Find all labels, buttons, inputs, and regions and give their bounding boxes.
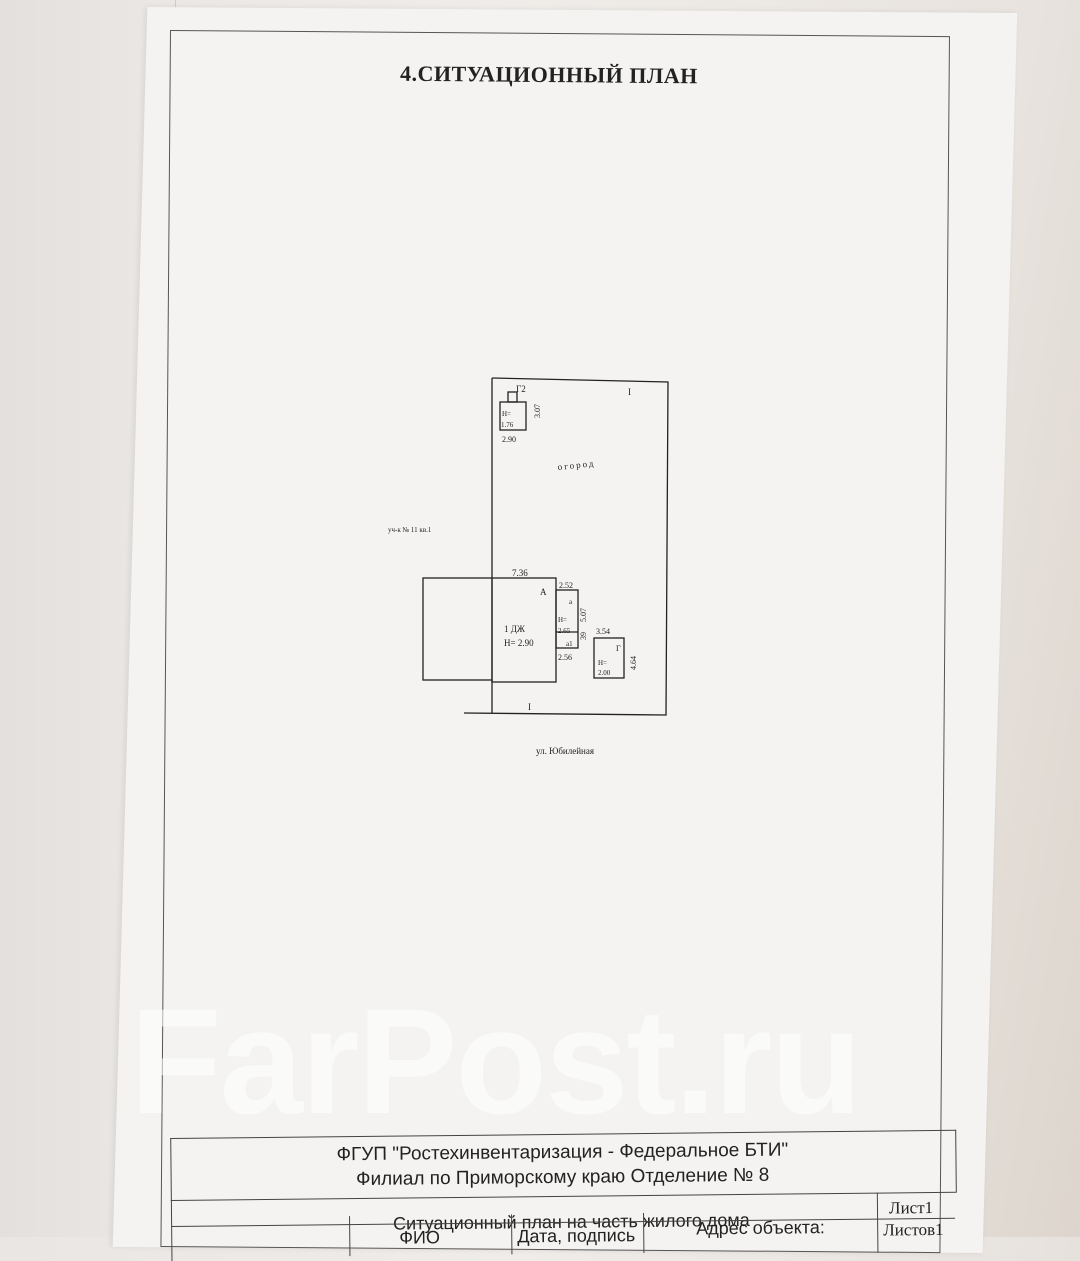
label-letter-g: Г: [616, 644, 621, 653]
column-address: Адрес объекта:: [696, 1217, 825, 1239]
label-dim-736: 7.36: [512, 568, 528, 578]
plan-lines: [422, 377, 669, 716]
neighbor-house: [422, 577, 493, 681]
label-street: ул. Юбилейная: [536, 746, 594, 756]
label-house-letter: А: [540, 587, 547, 597]
label-house-height: Н= 2.90: [504, 638, 534, 648]
label-annex-a: а: [569, 598, 573, 606]
label-g2: Г2: [516, 384, 526, 394]
label-dim-290-top: 2.90: [502, 435, 516, 444]
outbuilding-g2-porch: [507, 391, 518, 403]
column-fio: ФИО: [399, 1227, 440, 1248]
label-house: 1 ДЖ: [504, 624, 526, 634]
title-block: ФГУП "Ростехинвентаризация - Федеральное…: [170, 1110, 957, 1261]
plot-boundary: [463, 377, 669, 716]
situational-plan: Г2 I Н= 1.76 3.07 2.90 огород уч-к № 11 …: [380, 370, 700, 770]
label-dim-39: 39: [579, 632, 588, 640]
label-dim-307: 3.07: [533, 404, 542, 418]
label-garden: огород: [557, 458, 596, 472]
label-dim-256: 2.56: [558, 653, 572, 662]
sheets-count: Листов1: [883, 1219, 944, 1240]
label-sector-i-bottom: I: [528, 702, 531, 712]
outbuilding-g: [593, 637, 625, 679]
label-h-annex-value: 2.65: [558, 627, 571, 635]
label-dim-464: 4.64: [629, 656, 638, 670]
label-neighbor-plot: уч-к № 11 кв.1: [388, 526, 432, 534]
label-h-g-value: 2.00: [598, 669, 611, 677]
label-annex-a1: а1: [566, 640, 573, 648]
column-date: Дата, подпись: [517, 1225, 636, 1247]
document-title: 4.СИТУАЦИОННЫЙ ПЛАН: [399, 60, 698, 89]
label-sector-i-top: I: [628, 387, 631, 397]
plan-drawing: Г2 I Н= 1.76 3.07 2.90 огород уч-к № 11 …: [388, 377, 669, 756]
label-h-small: Н=: [502, 410, 511, 418]
label-dim-252: 2.52: [559, 581, 573, 590]
label-dim-354: 3.54: [596, 627, 610, 636]
sheet-number: Лист1: [888, 1198, 934, 1218]
label-h-g: Н=: [598, 659, 607, 667]
annex-a: [555, 589, 579, 649]
label-dim-507: 5.07: [579, 608, 588, 622]
label-h-annex: Н=: [558, 616, 567, 624]
farpost-watermark: FarPost.ru: [130, 977, 862, 1145]
label-h-small-value: 1.76: [501, 421, 514, 429]
